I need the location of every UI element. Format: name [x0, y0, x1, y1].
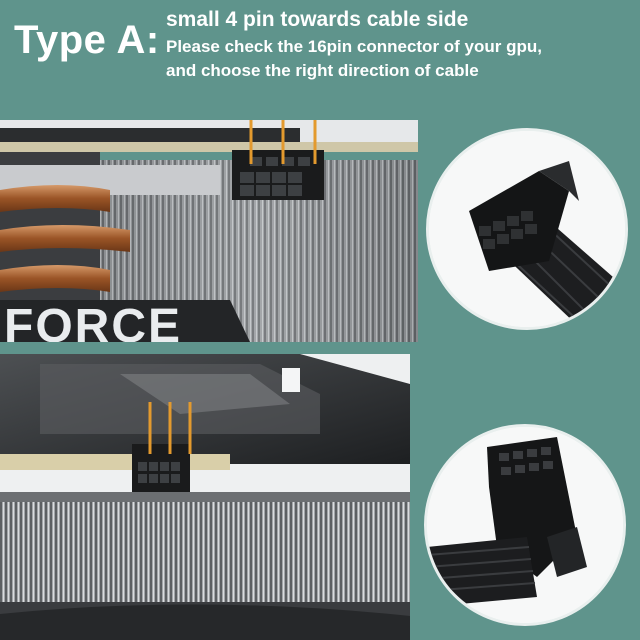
connector-straight-circle [426, 128, 628, 330]
type-label: Type A: [14, 18, 160, 62]
header-line-1: small 4 pin towards cable side [166, 8, 469, 31]
gpu-brand-text: FORCE [4, 300, 182, 342]
header-line-3: and choose the right direction of cable [166, 61, 479, 80]
gpu-bottom-photo [0, 354, 410, 640]
connector-angled-circle [424, 424, 626, 626]
header: Type A: small 4 pin towards cable side P… [0, 0, 640, 100]
header-line-2: Please check the 16pin connector of your… [166, 37, 542, 56]
gpu-top-photo: FORCE [0, 120, 418, 342]
